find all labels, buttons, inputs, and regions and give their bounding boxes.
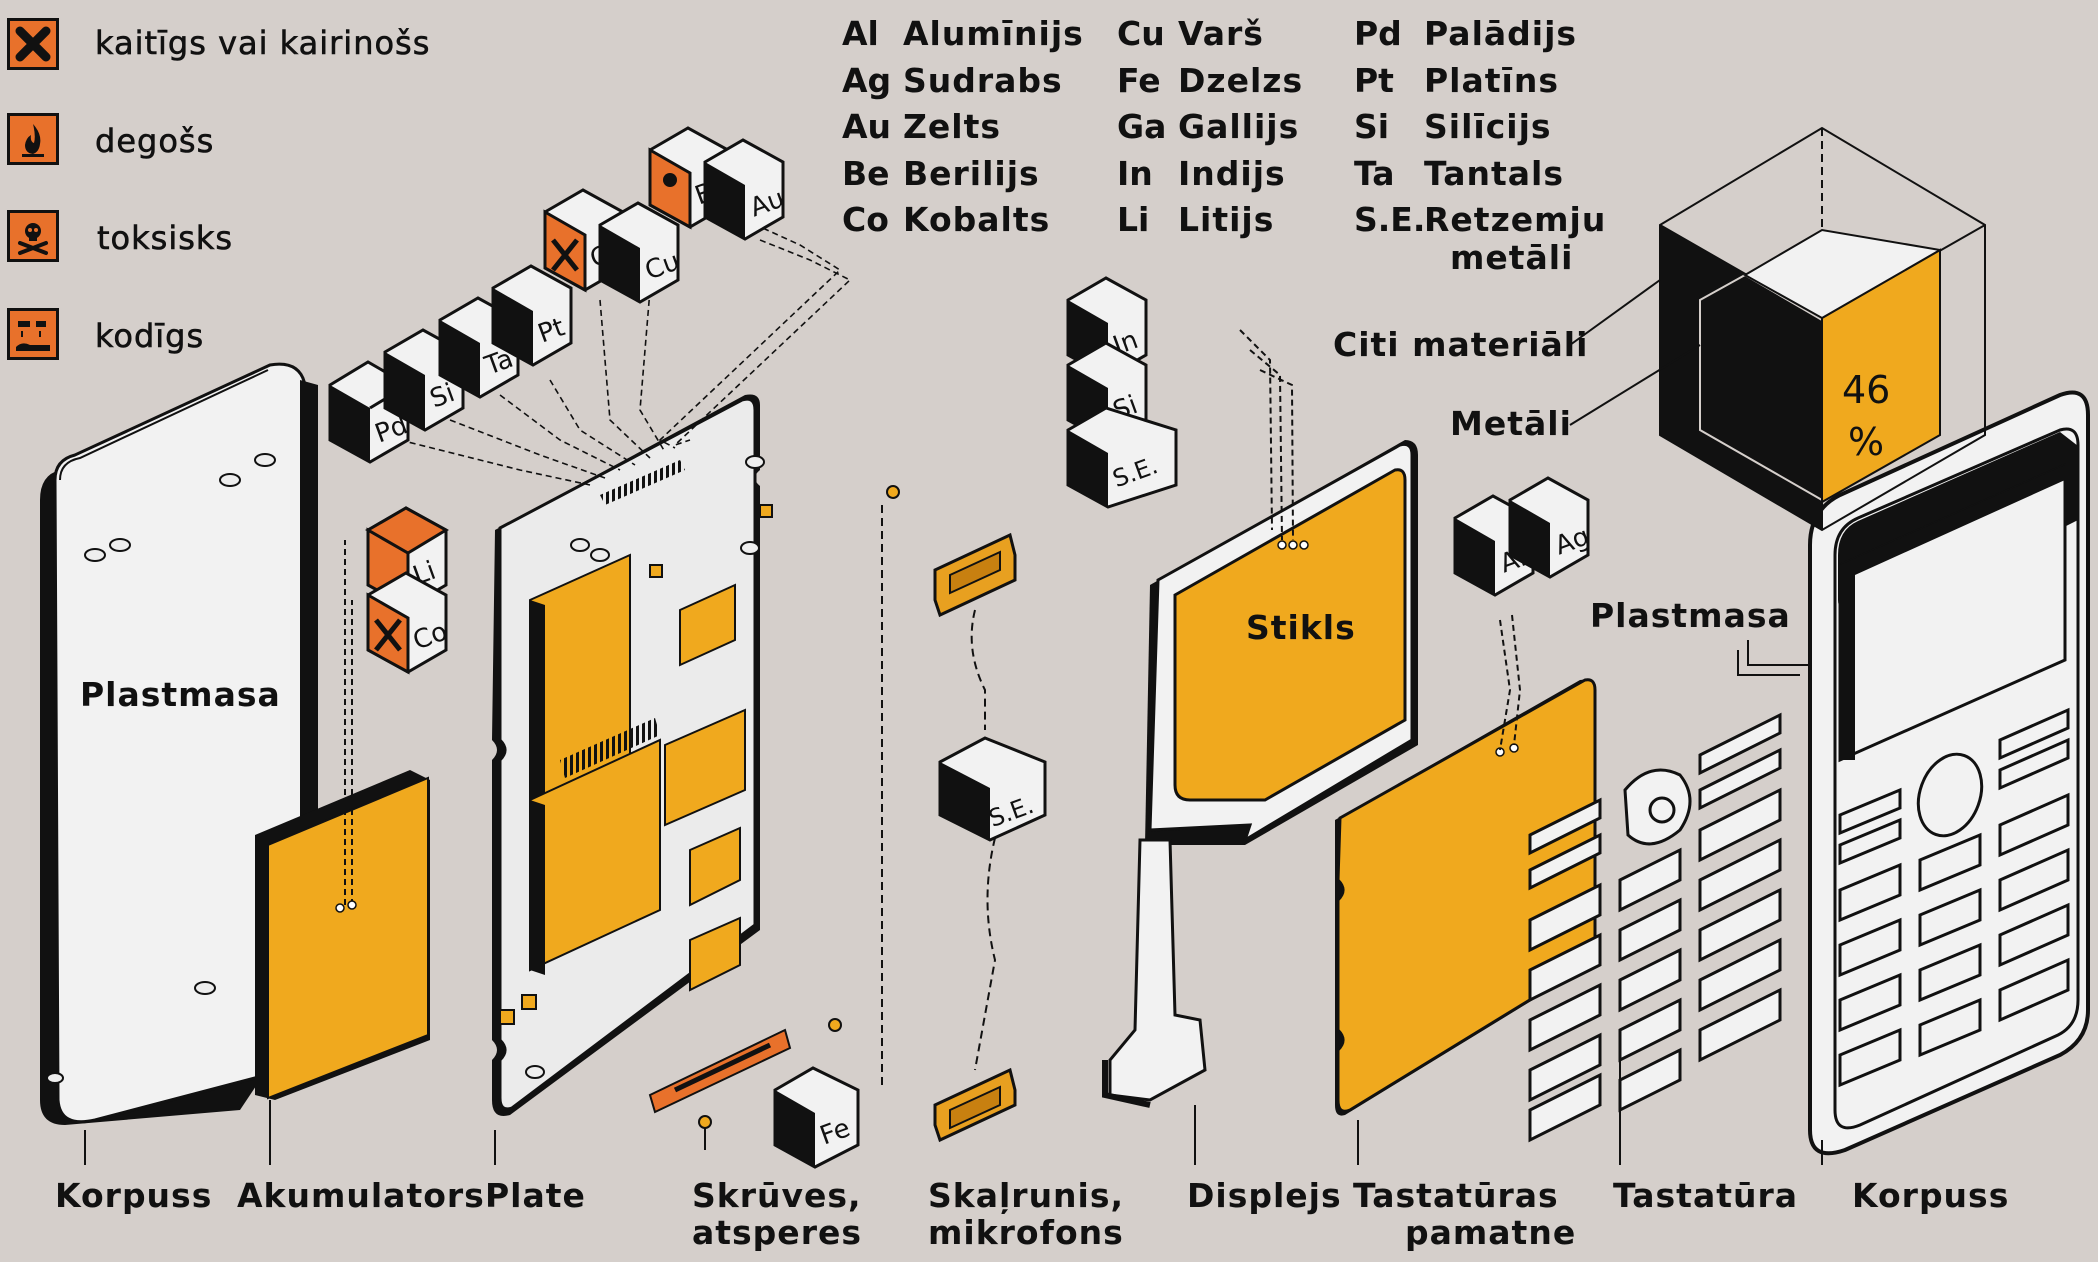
part-label-keypad-base: Tastatūras: [1353, 1176, 1559, 1215]
part-label-screws: Skrūves,: [692, 1176, 862, 1215]
element-name: Zelts: [903, 107, 1002, 146]
element-symbol: Au: [842, 107, 892, 146]
element-name-cont: metāli: [1450, 238, 1574, 277]
circuit-board: [492, 394, 773, 1165]
composition-cube: [1569, 126, 1986, 532]
element-symbol: In: [1117, 154, 1153, 193]
legend-label-toxic: toksisks: [97, 219, 234, 258]
part-label-board: Plate: [485, 1176, 586, 1215]
element-symbol: Fe: [1117, 61, 1161, 100]
element-name: Gallijs: [1178, 107, 1300, 146]
element-name: Retzemju: [1424, 200, 1607, 239]
element-name: Tantals: [1424, 154, 1565, 193]
speaker-microphone: [933, 532, 1017, 1143]
element-name: Palādijs: [1424, 14, 1578, 53]
element-symbol: Cu: [1117, 14, 1165, 53]
element-symbol: Ag: [842, 61, 892, 100]
part-label-screws-2: atsperes: [692, 1213, 862, 1252]
element-symbol: Ta: [1354, 154, 1395, 193]
plastic-label-right: Plastmasa: [1590, 596, 1791, 635]
part-label-display: Displejs: [1187, 1176, 1342, 1215]
element-name: Alumīnijs: [903, 14, 1084, 53]
element-symbol: Al: [842, 14, 879, 53]
glass-label: Stikls: [1246, 608, 1356, 647]
part-label-housing-back: Korpuss: [55, 1176, 213, 1215]
part-label-keypad: Tastatūra: [1613, 1176, 1799, 1215]
part-label-housing-front: Korpuss: [1852, 1176, 2010, 1215]
legend-label-flammable: degošs: [95, 122, 215, 161]
element-symbol: Pd: [1354, 14, 1402, 53]
element-name: Platīns: [1424, 61, 1559, 100]
metals-label: Metāli: [1450, 404, 1572, 443]
flammable-icon: [7, 113, 59, 165]
part-label-speaker-2: mikrofons: [928, 1213, 1124, 1252]
metals-percent-value: 46: [1842, 368, 1891, 412]
harmful-irritant-icon: [7, 18, 59, 70]
toxic-icon: [7, 210, 59, 262]
element-symbol: Li: [1117, 200, 1150, 239]
housing-back: [40, 362, 318, 1165]
plastic-label-left: Plastmasa: [80, 675, 281, 714]
element-symbol: Ga: [1117, 107, 1167, 146]
element-name: Silīcijs: [1424, 107, 1552, 146]
connector-lines: [399, 219, 852, 486]
part-label-speaker: Skaļrunis,: [928, 1176, 1125, 1215]
element-symbol: Co: [842, 200, 889, 239]
element-symbol: Pt: [1354, 61, 1394, 100]
corrosive-icon: [7, 308, 59, 360]
other-materials-label: Citi materiāli: [1333, 325, 1589, 364]
element-name: Sudrabs: [903, 61, 1063, 100]
element-name: Dzelzs: [1178, 61, 1304, 100]
element-symbol: Si: [1354, 107, 1390, 146]
part-label-keypad-base-2: pamatne: [1405, 1213, 1577, 1252]
element-symbol: S.E.: [1354, 200, 1426, 239]
keypad: [1528, 640, 1808, 1165]
element-symbol: Be: [842, 154, 890, 193]
housing-front: [1808, 390, 2090, 1165]
element-name: Varš: [1178, 14, 1264, 53]
legend-label-harmful: kaitīgs vai kairinošs: [95, 24, 431, 63]
metals-percent-unit: %: [1848, 420, 1885, 464]
element-name: Kobalts: [903, 200, 1051, 239]
element-name: Litijs: [1178, 200, 1275, 239]
element-name: Berilijs: [903, 154, 1040, 193]
keypad-base: [1335, 614, 1597, 1165]
part-label-battery: Akumulators: [237, 1176, 485, 1215]
display: [1102, 329, 1418, 1165]
legend-label-corrosive: kodīgs: [95, 317, 205, 356]
battery: [255, 540, 430, 1165]
screws-springs: [648, 485, 900, 1150]
element-name: Indijs: [1178, 154, 1286, 193]
